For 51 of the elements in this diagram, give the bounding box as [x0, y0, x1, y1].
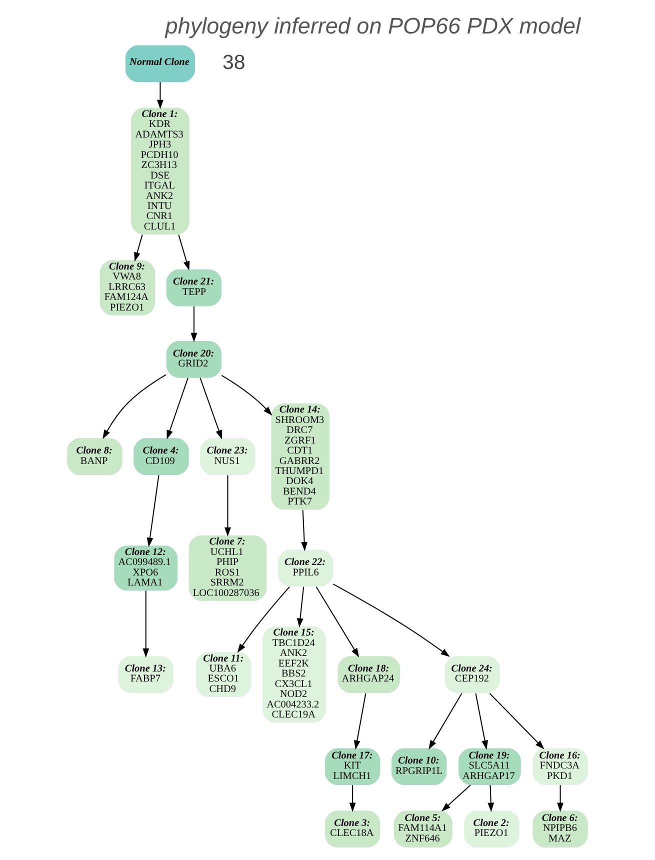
node-box: Clone 21: TEPP — [166, 269, 222, 306]
node-box: Clone 13: FABP7 — [118, 656, 174, 693]
node-box: Clone 1: KDR ADAMTS3 JPH3 PCDH10 ZC3H13 DSE ITGAL ANK2 INTU CNR1 CLUL1 — [131, 108, 190, 235]
node-box: Clone 22: PPIL6 — [278, 550, 334, 587]
node-box: Clone 11: UBA6 ESCO1 CHD9 — [196, 652, 252, 698]
node-box: Clone 10: RPGRIP1L — [391, 748, 447, 786]
node-box: Clone 24: CEP192 — [444, 656, 500, 693]
node-box: Clone 2: PIEZO1 — [464, 810, 520, 848]
arrow — [428, 693, 462, 750]
arrow — [354, 693, 366, 750]
arrow — [134, 234, 143, 262]
arrow — [296, 586, 304, 628]
arrow — [190, 306, 198, 342]
node-box: Clone 15: TBC1D24 ANK2 EEF2K BBS2 CX3CL1 NOD2 AC004233.2 CLEC19A — [262, 626, 326, 723]
arrow — [301, 510, 308, 552]
diagram-title: phylogeny inferred on POP66 PDX model — [165, 14, 581, 39]
arrow — [332, 584, 450, 657]
node-box: Clone 8: BANP — [67, 438, 122, 476]
arrow — [221, 374, 272, 416]
arrow — [489, 693, 544, 750]
node-box: Clone 12: AC099489.1 XPO6 LAMA1 — [114, 546, 178, 591]
node-box: Clone 4: CD109 — [134, 438, 189, 476]
arrow — [224, 475, 231, 537]
arrow — [475, 693, 488, 750]
arrow — [146, 475, 160, 547]
arrow — [200, 378, 222, 440]
node-box: Clone 17: KIT LIMCH1 — [324, 748, 380, 786]
node-box: Clone 5: FAM114A1 ZNF646 — [394, 810, 452, 848]
node-box: Normal Clone — [125, 45, 195, 82]
label: 38 — [222, 50, 246, 74]
node-box: Clone 16: FNDC3A PKD1 — [532, 748, 588, 786]
arrow — [178, 234, 190, 270]
node-box: Clone 14: SHROOM3 DRC7 ZGRF1 CDT1 GABRR2 THUMPD1 DOK4 BEND4 PTK7 — [271, 403, 330, 510]
arrow — [237, 586, 290, 653]
node-box: Clone 9: VWA8 LRRC63 FAM124A PIEZO1 — [100, 260, 156, 316]
arrow — [488, 785, 494, 812]
node-box: Clone 6: NPIPB6 MAZ — [532, 810, 588, 848]
arrow — [156, 82, 164, 110]
arrow — [349, 785, 356, 812]
node-box: Clone 23: NUS1 — [200, 438, 256, 476]
node-box: Clone 19: SLC5A11 ARHGAP17 — [458, 748, 521, 786]
node-box: Clone 7: UCHL1 PHIP ROS1 SRRM2 LOC100287036 — [188, 535, 267, 601]
arrow — [316, 586, 360, 658]
arrow — [142, 590, 150, 658]
node-box: Clone 18: ARHGAP24 — [338, 656, 400, 693]
node-box: Clone 20: GRID2 — [166, 340, 222, 378]
arrow — [166, 378, 188, 440]
arrow — [441, 784, 471, 812]
arrow — [557, 785, 564, 812]
node-box: Clone 3: CLEC18A — [324, 810, 380, 848]
arrow — [102, 374, 166, 440]
